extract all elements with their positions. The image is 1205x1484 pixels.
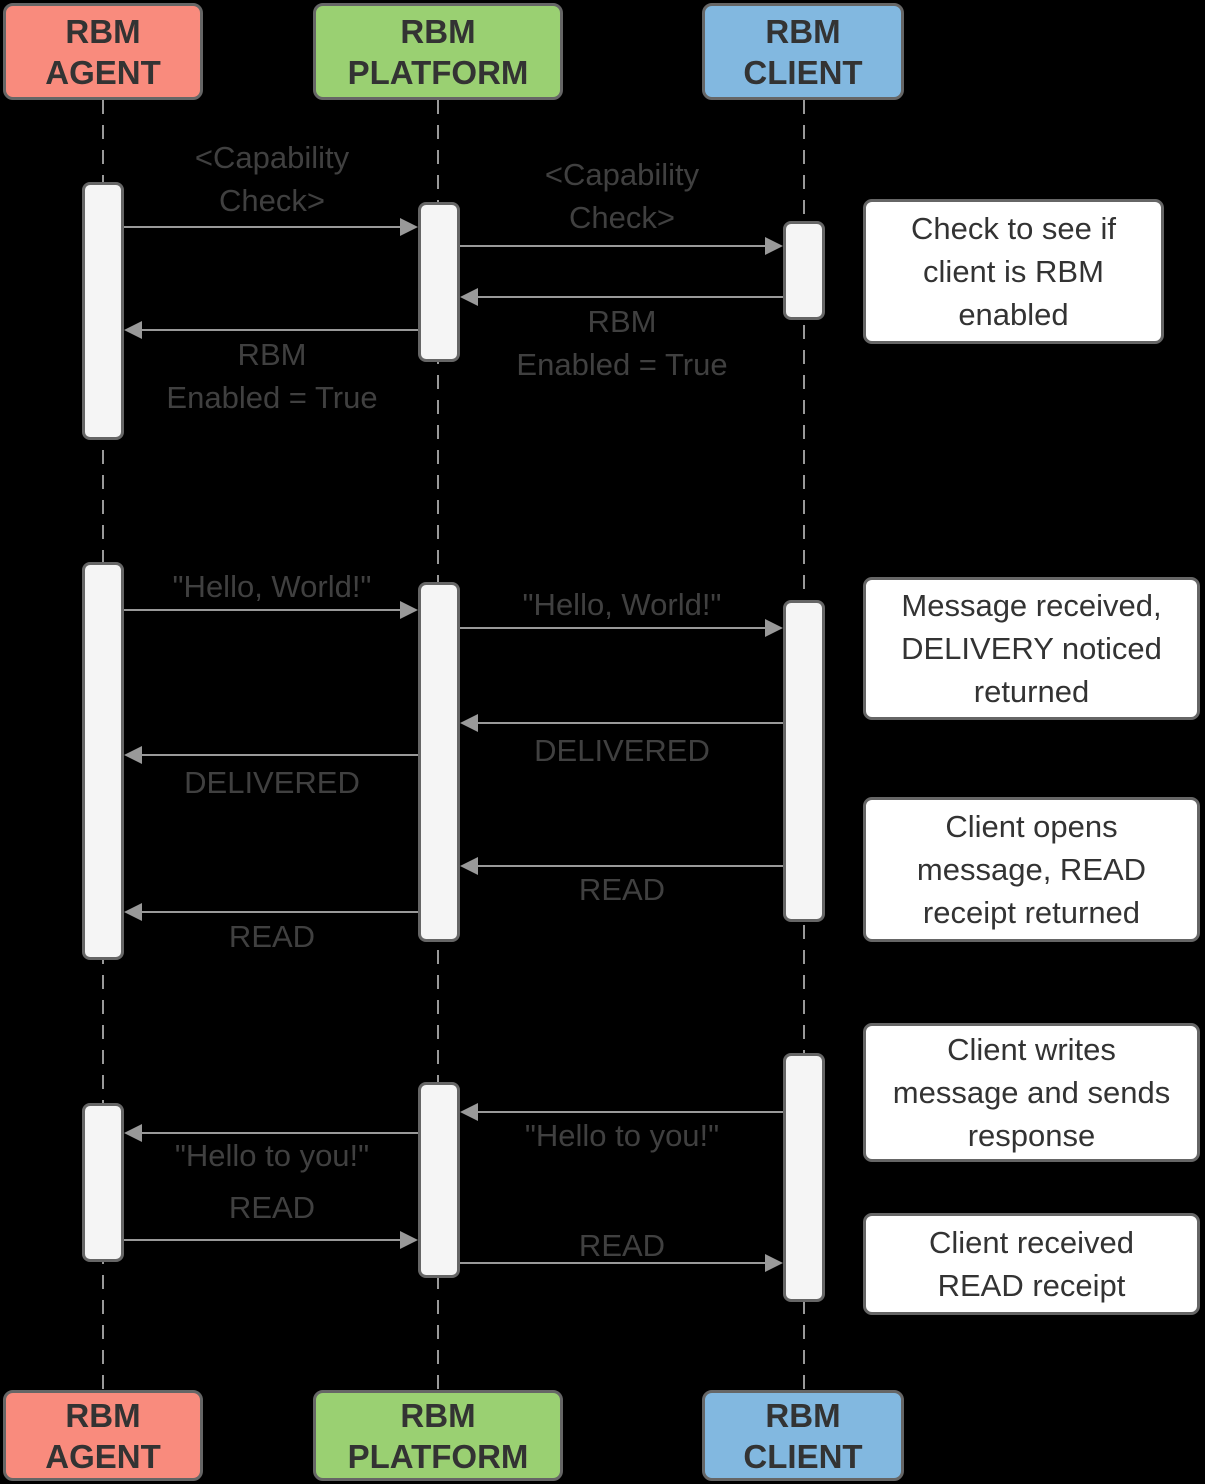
message-label: "Hello to you!" (174, 1138, 370, 1173)
arrowhead-left-icon (460, 857, 478, 875)
arrowhead-right-icon (400, 601, 418, 619)
note-client-received-read: Client received READ receipt (863, 1213, 1200, 1315)
arrowhead-left-icon (124, 321, 142, 339)
arrowhead-right-icon (765, 619, 783, 637)
actor-rbm-platform-bottom: RBM PLATFORM (313, 1390, 563, 1481)
message-label: DELIVERED (534, 733, 710, 768)
message-label: RBM Enabled = True (166, 337, 378, 415)
message-line (140, 754, 418, 756)
message-line (476, 1111, 783, 1113)
message-line (460, 627, 769, 629)
activation-agent-2 (82, 562, 124, 960)
arrowhead-right-icon (765, 237, 783, 255)
message-line (124, 226, 404, 228)
message-line (140, 911, 418, 913)
message-line (124, 1239, 404, 1241)
actor-rbm-agent-bottom: RBM AGENT (3, 1390, 203, 1481)
actor-label: RBM AGENT (45, 1396, 161, 1475)
actor-rbm-client-top: RBM CLIENT (702, 3, 904, 100)
message-label: <Capability Check> (544, 157, 700, 235)
note-client-opens-message: Client opens message, READ receipt retur… (863, 797, 1200, 942)
arrowhead-right-icon (765, 1254, 783, 1272)
activation-platform-1 (418, 202, 460, 362)
message-label: RBM Enabled = True (516, 304, 728, 382)
actor-label: RBM CLIENT (743, 12, 863, 91)
message-line (460, 1262, 769, 1264)
arrowhead-left-icon (124, 746, 142, 764)
actor-rbm-platform-top: RBM PLATFORM (313, 3, 563, 100)
activation-platform-3 (418, 1082, 460, 1278)
activation-platform-2 (418, 582, 460, 942)
note-text: Client writes message and sends response (892, 1032, 1171, 1153)
activation-client-1 (783, 221, 825, 320)
arrowhead-left-icon (124, 1124, 142, 1142)
message-label: READ (228, 919, 316, 954)
arrowhead-left-icon (460, 1103, 478, 1121)
activation-agent-1 (82, 182, 124, 440)
note-text: Client received READ receipt (928, 1225, 1135, 1303)
note-capability-check: Check to see if client is RBM enabled (863, 199, 1164, 344)
arrowhead-left-icon (124, 903, 142, 921)
arrowhead-right-icon (400, 218, 418, 236)
message-line (140, 329, 418, 331)
message-label: READ (578, 872, 666, 907)
note-text: Check to see if client is RBM enabled (910, 211, 1117, 332)
actor-rbm-client-bottom: RBM CLIENT (702, 1390, 904, 1481)
arrowhead-right-icon (400, 1231, 418, 1249)
message-label: "Hello, World!" (522, 587, 722, 622)
actor-label: RBM CLIENT (743, 1396, 863, 1475)
message-line (140, 1132, 418, 1134)
message-line (476, 296, 783, 298)
message-label: "Hello to you!" (524, 1118, 720, 1153)
note-text: Message received, DELIVERY noticed retur… (901, 588, 1162, 709)
actor-label: RBM AGENT (45, 12, 161, 91)
arrowhead-left-icon (460, 288, 478, 306)
message-label: <Capability Check> (194, 140, 350, 218)
message-line (460, 245, 769, 247)
note-client-writes-message: Client writes message and sends response (863, 1023, 1200, 1162)
activation-agent-3 (82, 1103, 124, 1262)
message-label: DELIVERED (184, 765, 360, 800)
message-line (124, 609, 404, 611)
message-line (476, 722, 783, 724)
message-label: READ (578, 1228, 666, 1263)
activation-client-3 (783, 1053, 825, 1302)
actor-label: RBM PLATFORM (347, 12, 529, 91)
arrowhead-left-icon (460, 714, 478, 732)
actor-rbm-agent-top: RBM AGENT (3, 3, 203, 100)
note-text: Client opens message, READ receipt retur… (916, 809, 1147, 930)
message-label: READ (228, 1190, 316, 1225)
activation-client-2 (783, 600, 825, 922)
message-label: "Hello, World!" (172, 569, 372, 604)
message-line (476, 865, 783, 867)
note-message-received: Message received, DELIVERY noticed retur… (863, 577, 1200, 720)
actor-label: RBM PLATFORM (347, 1396, 529, 1475)
